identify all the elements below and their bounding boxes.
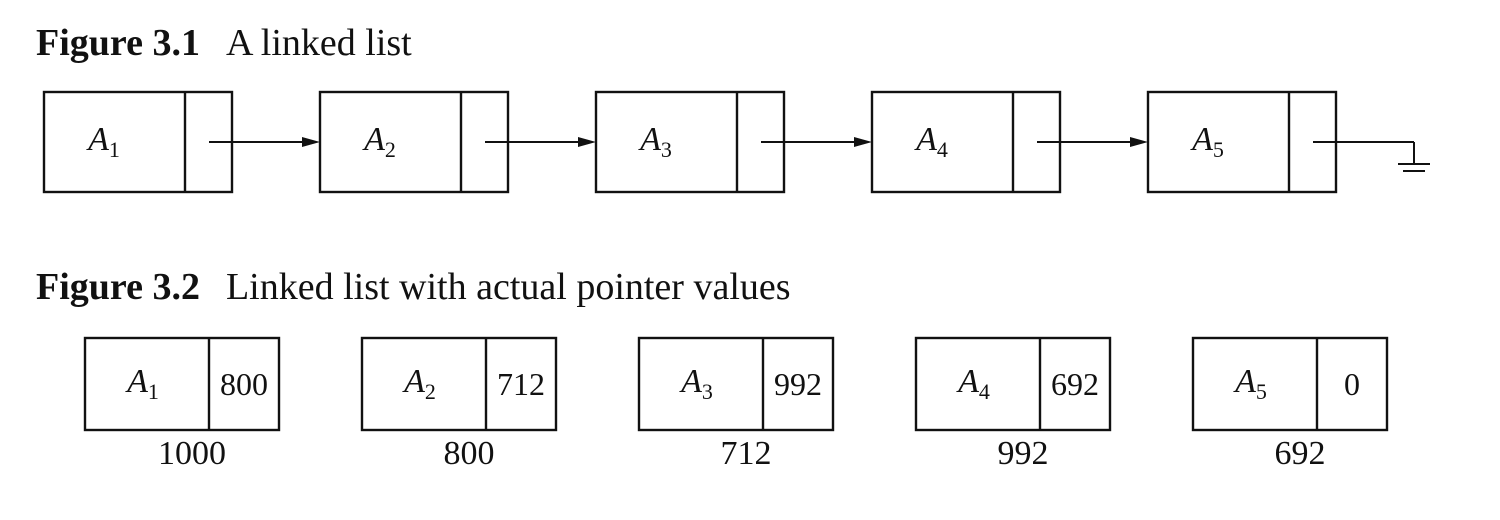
list-node-5-label: A5 — [1190, 121, 1224, 162]
mem-node-5 — [1191, 336, 1389, 432]
mem-node-2-address: 800 — [444, 435, 495, 472]
list-node-5 — [1146, 90, 1338, 194]
mem-node-2 — [360, 336, 558, 432]
mem-node-3 — [637, 336, 835, 432]
pointer-arrowhead-2 — [578, 137, 596, 147]
mem-node-2-label: A2 — [402, 363, 436, 404]
list-node-3-label: A3 — [638, 121, 672, 162]
mem-node-5-label: A5 — [1233, 363, 1267, 404]
mem-node-1-address: 1000 — [158, 435, 226, 472]
list-node-3 — [594, 90, 786, 194]
mem-node-1 — [83, 336, 281, 432]
mem-node-4-label: A4 — [956, 363, 990, 404]
mem-node-3-address: 712 — [721, 435, 772, 472]
figure-3-2-number: Figure 3.2 — [36, 266, 200, 308]
figure-3-1-caption: Figure 3.1 A linked list — [36, 24, 412, 62]
list-node-1 — [42, 90, 234, 194]
list-node-4-label: A4 — [914, 121, 948, 162]
figure-3-1-title: A linked list — [225, 22, 412, 64]
list-node-4 — [870, 90, 1062, 194]
mem-node-1-label: A1 — [125, 363, 159, 404]
mem-node-2-next-value: 712 — [497, 366, 545, 402]
mem-node-4 — [914, 336, 1112, 432]
pointer-arrowhead-4 — [1130, 137, 1148, 147]
mem-node-4-next-value: 692 — [1051, 366, 1099, 402]
list-node-2 — [318, 90, 510, 194]
pointer-arrowhead-1 — [302, 137, 320, 147]
mem-node-5-address: 692 — [1275, 435, 1326, 472]
list-node-1-label: A1 — [86, 121, 120, 162]
mem-node-3-label: A3 — [679, 363, 713, 404]
mem-node-1-next-value: 800 — [220, 366, 268, 402]
mem-node-3-next-value: 992 — [774, 366, 822, 402]
figure-3-2-caption: Figure 3.2 Linked list with actual pointe… — [36, 268, 791, 306]
figure-3-2-title: Linked list with actual pointer values — [225, 266, 791, 308]
pointer-arrowhead-3 — [854, 137, 872, 147]
mem-node-5-next-value: 0 — [1344, 366, 1360, 402]
figure-3-1-number: Figure 3.1 — [36, 22, 200, 64]
list-node-2-label: A2 — [362, 121, 396, 162]
mem-node-4-address: 992 — [998, 435, 1049, 472]
